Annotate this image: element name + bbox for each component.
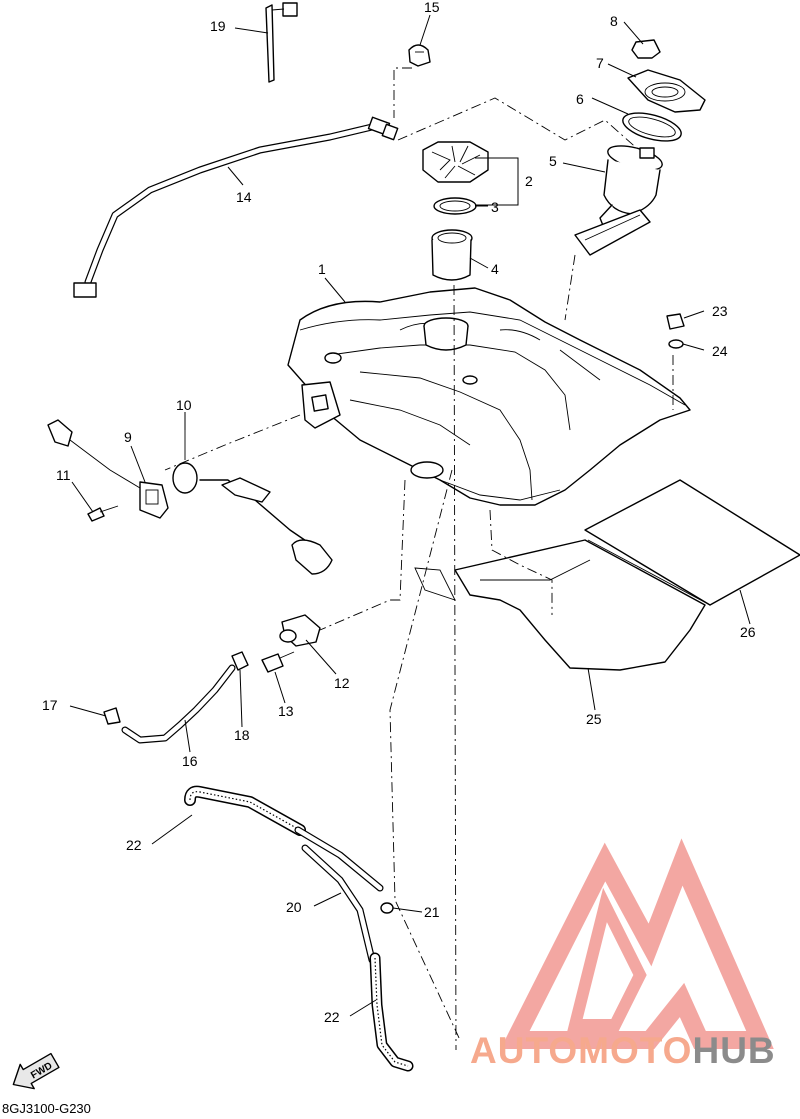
callout-leaders [69, 14, 751, 1017]
part-16-hose [121, 664, 236, 744]
callout-23: 23 [712, 303, 728, 319]
part-8-nut [631, 39, 661, 59]
part-10-sender [172, 430, 333, 575]
callout-3: 3 [491, 199, 499, 215]
part-5-fuel-pump [574, 145, 663, 256]
callout-21: 21 [424, 904, 440, 920]
callout-13: 13 [278, 703, 294, 719]
diagram-code-label: 8GJ3100-G230 [2, 1101, 91, 1116]
part-1-fuel-tank [287, 287, 691, 506]
watermark-text-automoto: AUTOMOTO [470, 1030, 693, 1071]
leader-5-line [564, 254, 576, 321]
centerline-filler [453, 284, 457, 1051]
part-24-washer [668, 339, 684, 349]
callout-11: 11 [56, 467, 71, 483]
watermark-text-hub: HUB [692, 1030, 776, 1071]
part-11-screw [87, 505, 119, 522]
callout-1: 1 [318, 261, 326, 277]
part-22-protector-lower [369, 952, 414, 1072]
callout-18: 18 [234, 727, 250, 743]
part-3-gasket [433, 197, 477, 215]
part-20-drain-hose [294, 826, 384, 964]
callout-5: 5 [549, 153, 557, 169]
callout-22-upper: 22 [126, 837, 142, 853]
leader-14-tank [397, 97, 651, 161]
leader-12-line [319, 479, 406, 631]
part-13-screw [261, 651, 295, 673]
forward-direction-arrow-icon: FWD [12, 1052, 60, 1090]
watermark-logo [500, 838, 774, 1049]
callout-20: 20 [286, 899, 302, 915]
part-15-clip [408, 44, 431, 67]
centerline-drain [389, 469, 461, 1041]
callout-8: 8 [610, 13, 618, 29]
leader-15 [393, 67, 412, 118]
callout-2: 2 [525, 173, 533, 189]
part-21-clamp [380, 902, 394, 914]
callout-25: 25 [586, 711, 602, 727]
callout-7: 7 [596, 55, 604, 71]
callout-6: 6 [576, 91, 584, 107]
part-22-protector-upper [184, 785, 306, 836]
callout-26: 26 [740, 624, 756, 640]
part-25-protector [414, 539, 706, 671]
callout-14: 14 [236, 189, 252, 205]
part-6-gasket [622, 112, 682, 142]
part-12-petcock [279, 614, 321, 647]
callout-9: 9 [124, 429, 132, 445]
callout-10: 10 [176, 397, 192, 413]
part-9-lead [47, 419, 169, 519]
part-18-clamp [231, 651, 249, 671]
callout-labels: 1 2 3 4 5 6 7 8 9 10 11 12 13 14 15 16 1… [42, 0, 756, 1025]
callout-19: 19 [210, 18, 226, 34]
callout-17: 17 [42, 697, 58, 713]
part-17-clamp [103, 707, 121, 725]
part-26-sheet [584, 479, 800, 606]
callout-24: 24 [712, 343, 728, 359]
part-7-plate [627, 69, 706, 113]
callout-12: 12 [334, 675, 350, 691]
part-4-neck [431, 229, 473, 281]
callout-22-lower: 22 [324, 1009, 340, 1025]
leader-25-line [489, 509, 553, 615]
part-19-band [265, 2, 298, 83]
watermark-text: AUTOMOTOHUB [470, 1030, 776, 1072]
part-2-filler-cap [422, 141, 489, 183]
part-23-bolt [666, 313, 685, 330]
callout-15: 15 [424, 0, 440, 15]
callout-4: 4 [491, 261, 499, 277]
part-14-hose [73, 116, 399, 298]
leader-9-line [164, 414, 301, 471]
callout-16: 16 [182, 753, 198, 769]
